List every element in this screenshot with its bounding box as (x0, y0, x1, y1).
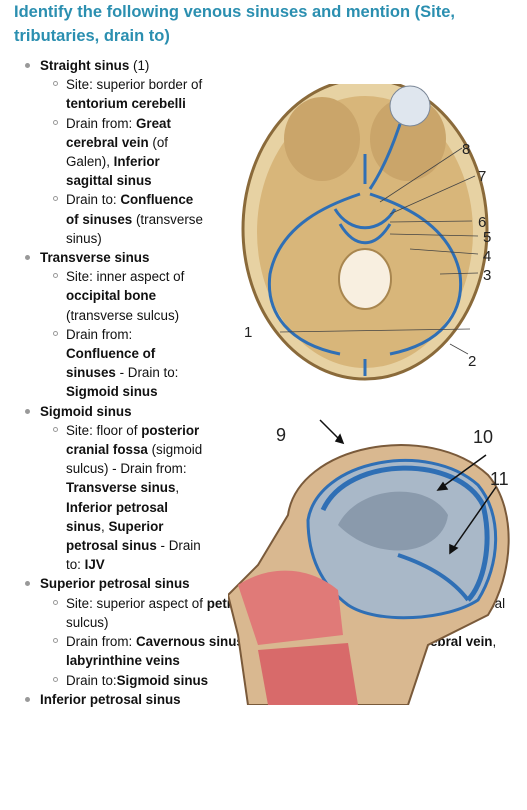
detail-term: Sigmoid sinus (66, 384, 158, 400)
sinus-detail: Drain to:Sigmoid sinus (0, 671, 506, 690)
detail-text: Site: superior aspect of (66, 595, 207, 611)
detail-text: Drain to: (66, 192, 121, 208)
detail-text: Drain from: (66, 115, 136, 131)
anterior-fossa-left (284, 97, 360, 181)
label-5: 5 (483, 229, 491, 246)
detail-text: Site: floor of (66, 422, 142, 438)
label-9: 9 (276, 425, 286, 445)
sinus-item: Sigmoid sinus (0, 402, 527, 421)
label-4: 4 (483, 248, 491, 265)
label-8: 8 (462, 141, 470, 158)
label-10: 10 (473, 427, 493, 447)
sinus-detail: Drain from: Great cerebral vein (of Gale… (0, 114, 206, 191)
detail-term: tentorium cerebelli (66, 96, 186, 112)
sinus-item: Straight sinus (1) (0, 56, 527, 75)
detail-text: Site: superior border of (66, 77, 203, 93)
detail-text: - Drain to: (115, 365, 179, 381)
detail-term: Confluence of sinuses (66, 346, 156, 381)
detail-text: Drain to: (66, 672, 117, 688)
foramen-magnum (338, 248, 392, 310)
detail-term: Transverse sinus (66, 480, 176, 496)
bullet (25, 581, 30, 587)
sinus-item: Inferior petrosal sinus (0, 690, 527, 709)
sub-bullet (53, 676, 58, 682)
sub-bullet (53, 426, 58, 432)
sinus-name: Sigmoid sinus (40, 403, 132, 419)
detail-text: , (100, 518, 109, 534)
sinus-item: Superior petrosal sinus (0, 574, 527, 593)
sinus-item: Transverse sinus (0, 248, 527, 267)
sinus-name: Straight sinus (40, 58, 130, 73)
sinus-name: Inferior petrosal sinus (40, 691, 181, 707)
sinus-list: Straight sinus (1)Site: superior border … (0, 56, 527, 709)
cavernous-network (333, 208, 397, 245)
label-3: 3 (483, 267, 491, 284)
detail-text: , (492, 634, 497, 650)
page-title: Identify the following venous sinuses an… (14, 3, 455, 45)
sub-bullet (53, 273, 58, 279)
sinus-vein-right (369, 192, 463, 356)
sinus-detail: Site: floor of posterior cranial fossa (… (0, 421, 206, 575)
sinus-name: Superior petrosal sinus (40, 576, 190, 592)
detail-term: Cavernous sinus (135, 634, 244, 650)
detail-term: Inferior petrosal sinus (66, 499, 168, 534)
sinus-detail: Site: superior border of tentorium cereb… (0, 75, 206, 113)
oral-region (258, 643, 358, 705)
sub-bullet (53, 119, 58, 125)
detail-term: occipital bone (66, 288, 157, 304)
sinus-detail: Drain from: Confluence of sinuses - Drai… (0, 325, 206, 402)
detail-text: - Drain to: (66, 538, 201, 573)
detail-term: Great cerebral vein (66, 115, 171, 150)
sinus-name: Transverse sinus (40, 250, 150, 266)
detail-text: , (175, 480, 180, 496)
bullet (25, 696, 30, 702)
sub-bullet (53, 81, 58, 87)
sub-bullet (53, 196, 58, 202)
ophthalmic-vein (368, 123, 402, 190)
sub-bullet (53, 638, 58, 644)
label-1: 1 (244, 324, 252, 341)
detail-text: (of Galen), (66, 134, 168, 170)
detail-term: Inferior sagittal sinus (66, 154, 160, 189)
sub-bullet (53, 330, 58, 336)
sinus-detail: Drain to: Confluence of sinuses (transve… (0, 190, 206, 248)
detail-term: labyrinthine veins (66, 653, 180, 669)
sinus-vein-left (267, 192, 361, 356)
detail-term: posterior cranial fossa (66, 422, 200, 458)
detail-text: (transverse sulcus) (66, 307, 180, 323)
nasal-cavity (238, 570, 343, 645)
anterior-fossa-right (370, 97, 446, 181)
sub-bullet (53, 599, 58, 605)
sagittal-head-figure: 9 10 11 (228, 419, 510, 705)
sinus-label-number: (1) (129, 58, 150, 73)
detail-term: Confluence of sinuses (66, 192, 194, 227)
label-6: 6 (478, 214, 486, 231)
eyeball (389, 85, 431, 127)
bullet (25, 408, 30, 414)
sinus-detail: Site: inner aspect of occipital bone (tr… (0, 267, 206, 325)
straight-sinus-curve (397, 553, 470, 602)
corpus-region (338, 491, 448, 551)
detail-term: IJV (84, 557, 105, 573)
label-11: 11 (490, 469, 509, 489)
cranial-base-figure: 1 2 3 4 5 6 7 8 (241, 84, 491, 381)
label-2: 2 (468, 353, 476, 370)
detail-text: Site: inner aspect of (66, 269, 185, 285)
bullet (25, 63, 30, 68)
detail-text: Drain from: (66, 326, 133, 342)
detail-text: Drain from: (66, 634, 136, 650)
detail-text: (sigmoid sulcus) - Drain from: (66, 442, 203, 477)
detail-text: (transverse sinus) (66, 211, 203, 246)
sinus-curve (320, 465, 490, 602)
bullet (25, 255, 30, 261)
detail-term: Sigmoid sinus (116, 672, 209, 688)
detail-term: Superior petrosal sinus (66, 518, 164, 554)
label-7: 7 (478, 168, 486, 185)
